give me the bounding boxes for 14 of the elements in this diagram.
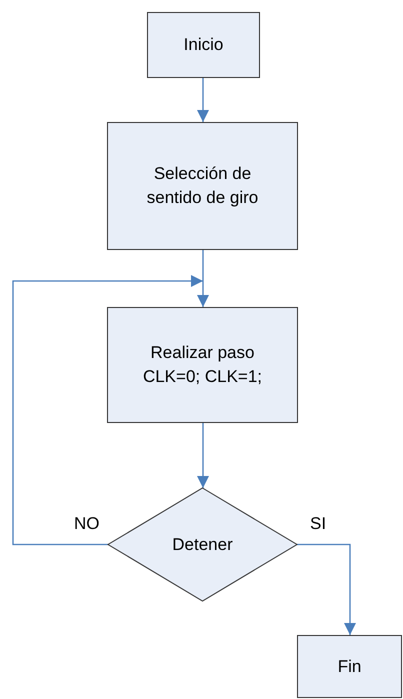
node-text: Fin xyxy=(338,656,362,678)
arrow xyxy=(197,423,209,488)
process-box xyxy=(107,122,298,250)
arrow xyxy=(197,78,209,122)
node-text: Inicio xyxy=(184,34,224,56)
process-box xyxy=(147,12,260,78)
arrow xyxy=(197,250,209,307)
process-box xyxy=(107,307,298,423)
arrow xyxy=(12,275,203,546)
arrow xyxy=(297,544,356,635)
process-box xyxy=(297,635,402,698)
node-text: Realizar paso CLK=0; CLK=1; xyxy=(142,342,264,388)
node-text: Selección de sentido de giro xyxy=(146,163,260,209)
node-text: Detener xyxy=(172,534,233,556)
